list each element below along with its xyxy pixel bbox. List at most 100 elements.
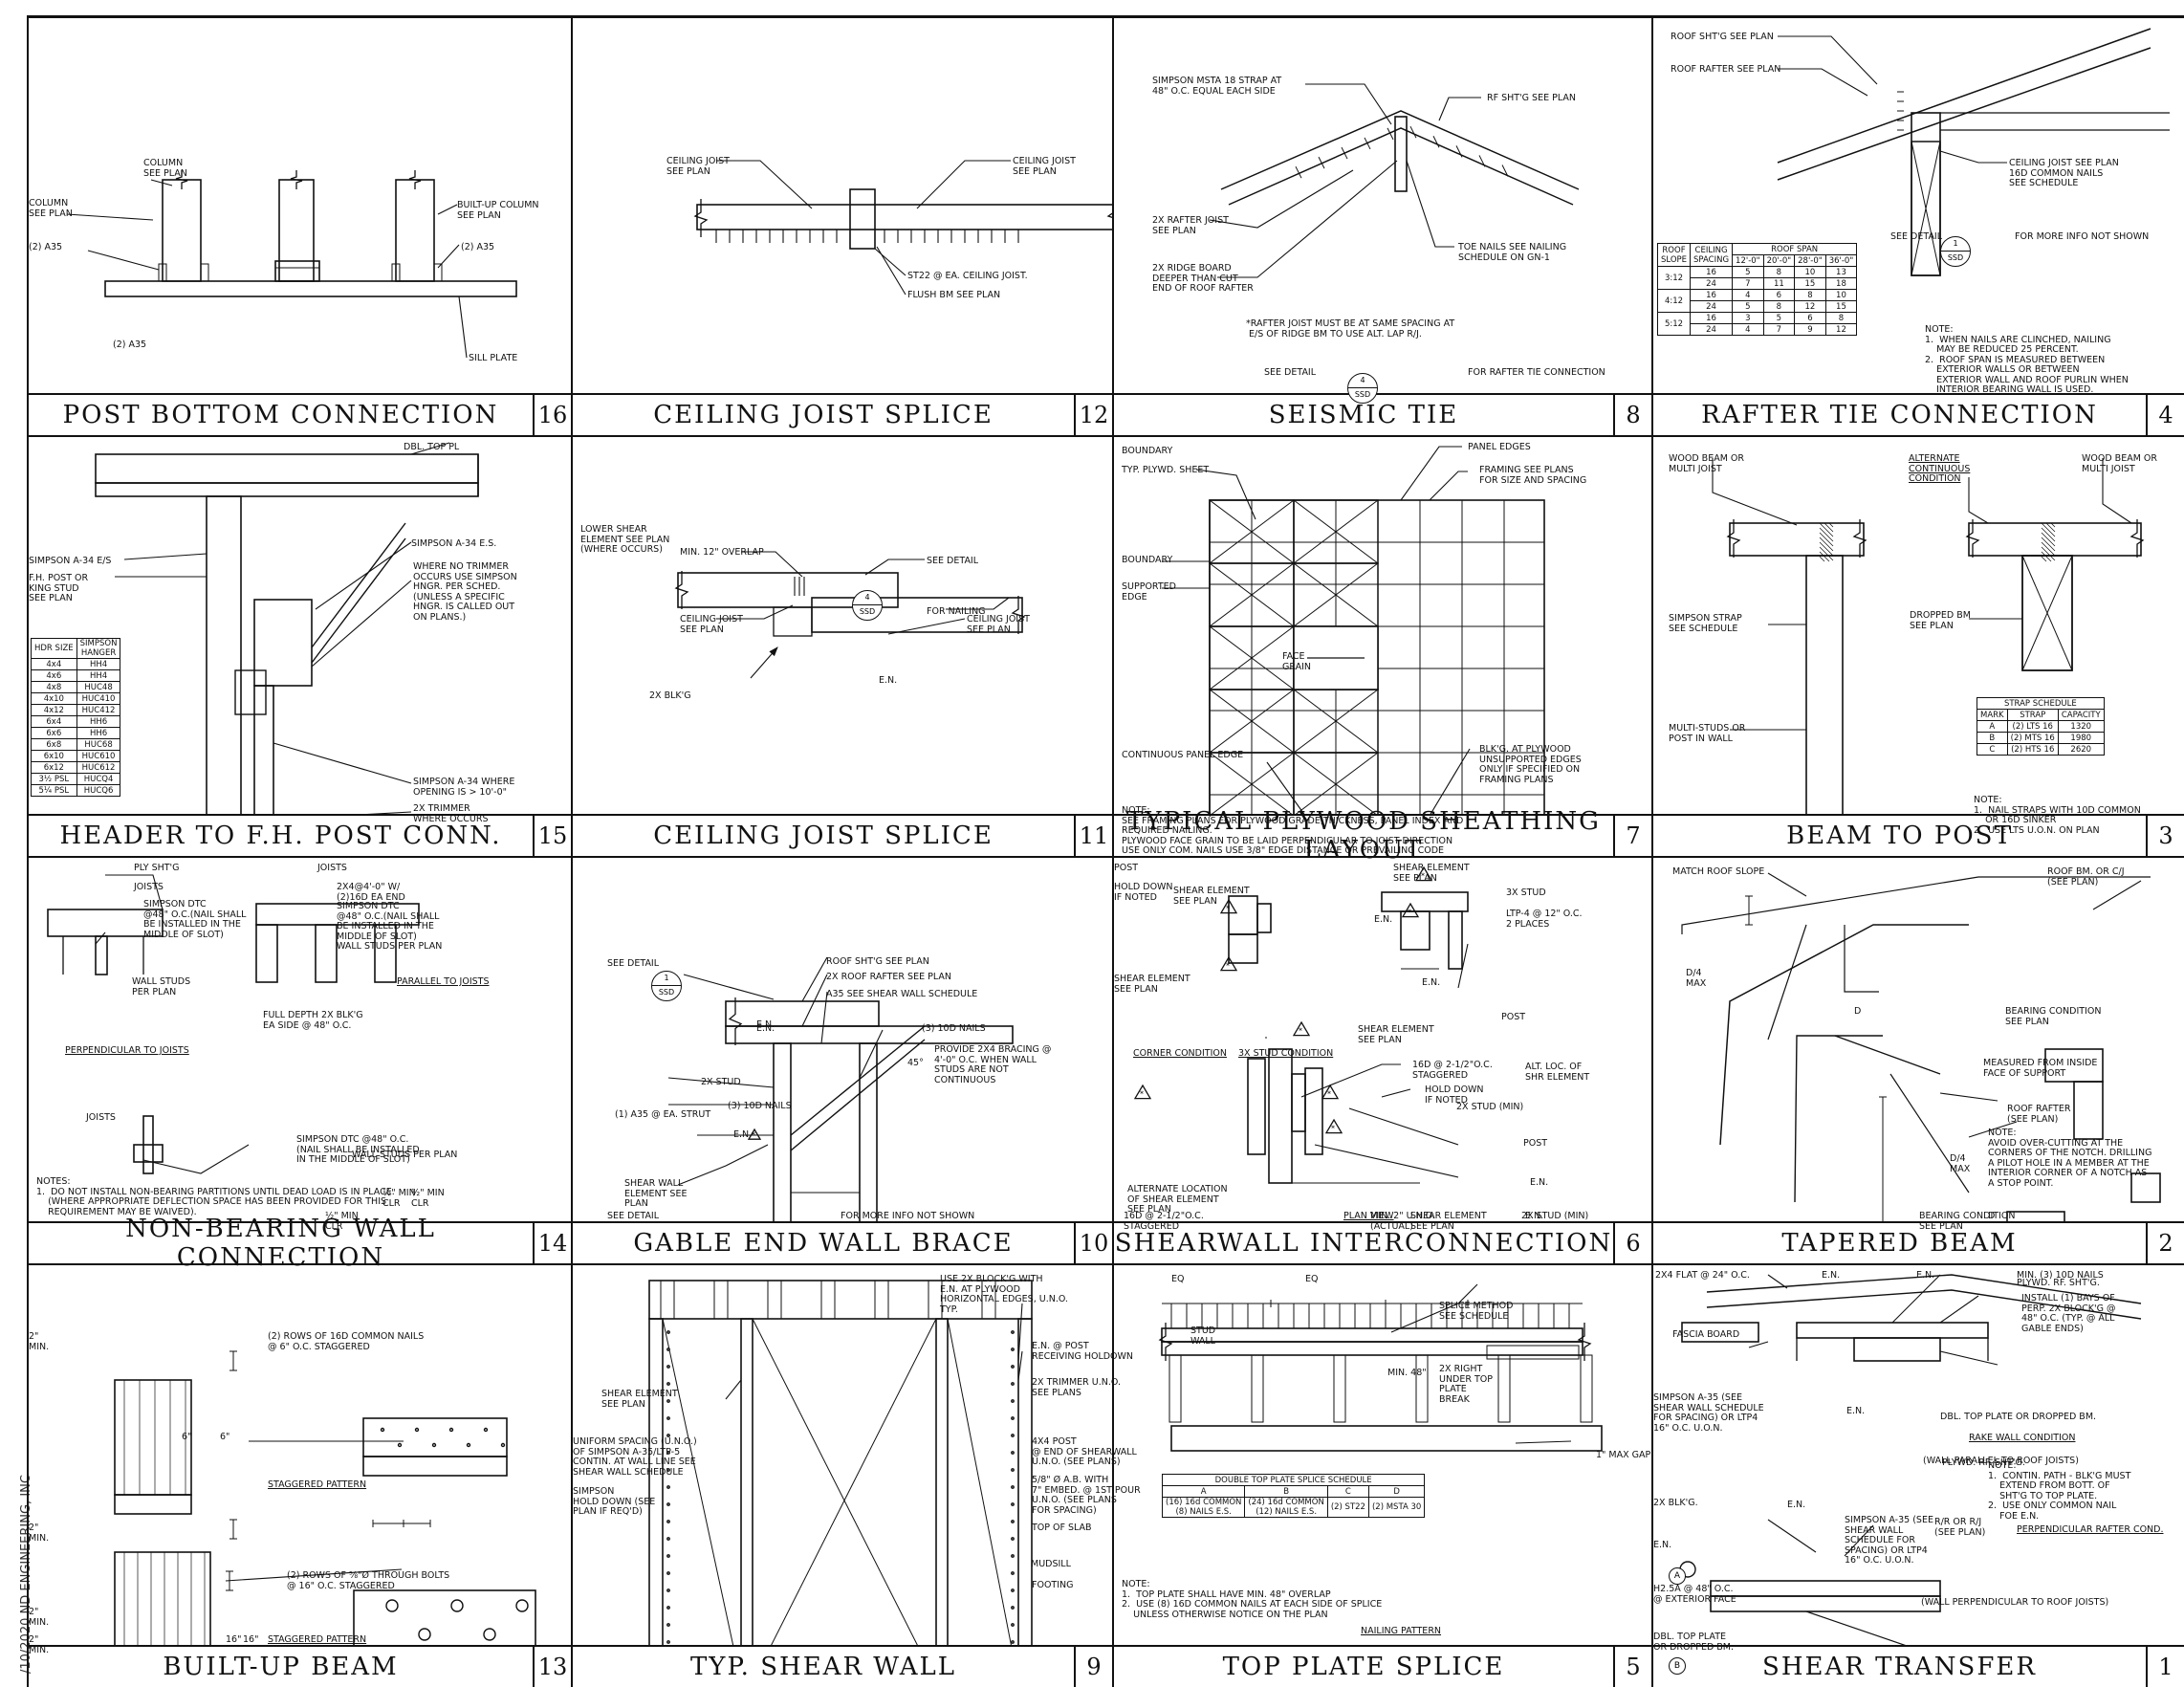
leader-line: [1438, 97, 1481, 121]
member-outline: [353, 1589, 536, 1647]
break-symbol: [175, 170, 188, 189]
stud: [1497, 1354, 1511, 1423]
leader-line: [801, 956, 828, 1002]
top-plate-block: [874, 1280, 889, 1320]
callout-label: CEILING JOIST SEE PLAN: [680, 614, 743, 635]
detail-number: 6: [1613, 1223, 1651, 1263]
table-cell: 16: [1690, 312, 1734, 324]
stud: [1580, 1354, 1593, 1423]
detail-drawing: [114, 1350, 536, 1647]
hatch-line: [2041, 546, 2056, 561]
member-outline: [1247, 1058, 1266, 1155]
callout-label: POST: [1523, 1138, 1548, 1149]
table-cell: HUC610: [76, 750, 121, 762]
notes-block: NOTES: 1. DO NOT INSTALL NON-BEARING PAR…: [36, 1176, 395, 1217]
member-outline: [114, 1379, 192, 1496]
callout-label: E.N.: [756, 1019, 775, 1030]
nail-dot: [1011, 1451, 1015, 1455]
grid-line: [1112, 15, 1114, 1687]
table-cell: HH4: [76, 669, 121, 682]
callout-label: 1" MAX GAP: [1596, 1450, 1651, 1460]
callout-label: D: [1854, 1006, 1862, 1017]
drawing-path: [1681, 876, 2151, 934]
nail-dot: [666, 1347, 670, 1351]
leader-line: [1195, 469, 1256, 520]
bolt-hole: [515, 1599, 529, 1612]
callout-label: MEASURED FROM INSIDE FACE OF SUPPORT: [1983, 1058, 2098, 1079]
table-cell: CEILING SPACING: [1690, 243, 1734, 267]
callout-label: COLUMN SEE PLAN: [29, 198, 73, 219]
break-symbol: [290, 170, 303, 189]
nail-dot: [397, 1442, 403, 1448]
callout-label: SIMPSON A-35 (SEE SHEAR WALL SCHEDULE FO…: [1653, 1392, 1764, 1434]
callout-label: 16": [243, 1634, 259, 1645]
leader-line: [437, 244, 460, 269]
nail-dot: [666, 1365, 670, 1369]
member-outline: [274, 260, 320, 282]
leader-line: [683, 974, 775, 1000]
drawing-line: [1293, 562, 1379, 627]
table-cell: C: [1326, 1485, 1369, 1498]
bubble-detail-number: 4: [1348, 374, 1377, 388]
callout-label: MIN. 12" OVERLAP: [680, 547, 764, 558]
grid-line: [571, 15, 573, 1687]
hatch-line: [1819, 541, 1834, 557]
triangle-marker: [1321, 1084, 1340, 1100]
member-outline: [648, 1280, 1033, 1320]
table-cell: STRAP SCHEDULE: [1977, 697, 2105, 710]
member-outline: [1017, 1318, 1033, 1647]
table-cell: 4: [1732, 289, 1764, 301]
member-outline: [1394, 116, 1408, 192]
leader-line: [1457, 943, 1469, 989]
stud: [1168, 1354, 1182, 1423]
callout-label: HOLD DOWN IF NOTED: [1425, 1084, 1484, 1106]
detail-drawing: [648, 1280, 1033, 1647]
member-outline: [648, 1318, 664, 1647]
callout-label: E.N.: [1525, 1211, 1544, 1221]
table-cell: 4x10: [31, 692, 77, 705]
member-outline: [395, 179, 435, 282]
triangle-label: *: [1331, 1125, 1335, 1133]
member-outline: [133, 1144, 164, 1163]
leader-line: [1968, 477, 1989, 524]
callout-label: D/4 MAX: [1950, 1153, 1971, 1174]
bubble-detail-number: 1: [1941, 237, 1970, 252]
table-cell: 24: [1690, 300, 1734, 313]
table-cell: (2) LTS 16: [2006, 720, 2059, 733]
hatch-line: [1819, 522, 1834, 537]
callout-label: ROOF BM. OR C/J (SEE PLAN): [2047, 866, 2125, 887]
table-cell: 10: [1824, 289, 1858, 301]
callout-label: PROVIDE 2x4 BRACING @ 4'-0" O.C. WHEN WA…: [934, 1044, 1052, 1085]
detail-drawing-area: [1653, 1265, 2184, 1647]
callout-label: SILL PLATE: [469, 353, 518, 363]
strap-nail: [1387, 127, 1394, 141]
leader-line: [1314, 1144, 1459, 1178]
strap-nail: [1318, 156, 1325, 169]
callout-label: E.N. @ POST RECEIVING HOLDOWN: [1032, 1341, 1134, 1362]
bubble-detail-number: 4: [853, 591, 882, 605]
detail-drawing-area: [29, 858, 571, 1223]
callout-label: WALL STUDS PER PLAN: [132, 976, 191, 997]
leader-line: [716, 604, 794, 620]
table-row: DOUBLE TOP PLATE SPLICE SCHEDULE: [1161, 1474, 1426, 1486]
break-symbol: [408, 170, 422, 189]
callout-label: (2) A35: [29, 242, 63, 252]
callout-label: TOE NAILS SEE NAILING SCHEDULE ON GN-1: [1458, 242, 1567, 263]
member-outline: [1293, 752, 1379, 816]
leader-line: [1266, 761, 1306, 816]
detail-title: CEILING JOIST SPLICE: [653, 401, 994, 429]
table-cell: 28'-0": [1794, 254, 1826, 267]
